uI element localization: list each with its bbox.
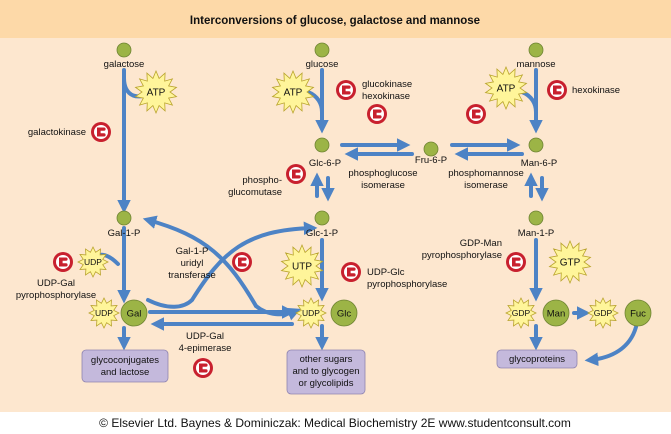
phosphoglucose-isomerase-label: phosphoglucose [348, 168, 417, 179]
atp-glucose-burst [271, 69, 315, 115]
udp-glc-burst-label: UDP [302, 308, 320, 318]
arrow-transferase-to-gal1p [142, 215, 258, 308]
gdp-fuc-burst-label: GDP [594, 308, 613, 318]
transferase-label: Gal-1-P [176, 246, 209, 257]
glucose-label: glucose [306, 59, 339, 70]
phosphomannose-isomerase-label-2: isomerase [464, 180, 508, 191]
other-sugars-label-2: and to glycogen [292, 366, 359, 377]
gdpman-pyrophosphorylase-label-2: pyrophosphorylase [422, 250, 502, 261]
arrow-transferase-to-glc1p [190, 221, 318, 302]
gdp-fuc-burst [587, 297, 619, 329]
phosphoglucomutase-label: phospho- [242, 175, 282, 186]
glycoproteins-label: glycoproteins [509, 354, 565, 365]
galactokinase-enzyme-icon [91, 122, 111, 142]
fuc-node [624, 299, 652, 327]
udp-gal-burst-label: UDP [95, 308, 113, 318]
udp-gal-burst [88, 297, 120, 329]
gdp-man-burst [505, 297, 537, 329]
glc1p-node [314, 210, 330, 226]
galactokinase-label: galactokinase [28, 127, 86, 138]
man6p-label: Man-6-P [521, 158, 557, 169]
glc6p-node [314, 137, 330, 153]
gal-node [120, 299, 148, 327]
gdpman-pyrophosphorylase-label: GDP-Man [460, 238, 502, 249]
glc1p-label: Glc-1-P [306, 228, 338, 239]
man-node [542, 299, 570, 327]
atp-mannose-burst [484, 65, 528, 111]
copyright-line: © Elsevier Ltd. Baynes & Dominiczak: Med… [99, 416, 571, 430]
utp-burst-label: UTP [292, 262, 312, 273]
hexokinase-enzyme-icon [547, 80, 567, 100]
gal-label: Gal [127, 309, 142, 320]
fru6p-label: Fru-6-P [415, 155, 447, 166]
glc6p-label: Glc-6-P [309, 158, 341, 169]
cofactor-bursts: ATP ATP ATP UTP GTP UDP UDP UDP GDP GDP [77, 65, 619, 329]
udpgal-pyrophosphorylase-enzyme-icon [53, 252, 73, 272]
other-sugars-label-3: or glycolipids [299, 378, 354, 389]
udpglc-pyrophosphorylase-enzyme-icon [341, 262, 361, 282]
glycoproteins-box [496, 349, 578, 369]
udp-glc-burst [295, 297, 327, 329]
epimerase-enzyme-icon [193, 358, 213, 378]
utp-burst [280, 243, 324, 289]
transferase-label-3: transferase [168, 270, 216, 281]
phosphoglucomutase-label-2: glucomutase [228, 187, 282, 198]
gdpman-pyrophosphorylase-enzyme-icon [506, 252, 526, 272]
atp-galactose-burst [134, 69, 178, 115]
mannose-label: mannose [516, 59, 555, 70]
epimerase-label-2: 4-epimerase [179, 343, 232, 354]
man1p-label: Man-1-P [518, 228, 554, 239]
arrow-fuc-to-glycoproteins [584, 325, 638, 367]
mannose-node [528, 42, 544, 58]
other-sugars-label: other sugars [300, 354, 353, 365]
title-bar [0, 0, 671, 38]
udp-gal1p-burst-label: UDP [84, 257, 102, 267]
hexokinase-label: hexokinase [572, 85, 620, 96]
udpglc-pyrophosphorylase-label: UDP-Glc [367, 267, 405, 278]
arrow-udpgal-into-transferase [146, 298, 194, 309]
glucokinase-label-2: hexokinase [362, 91, 410, 102]
phosphoglucose-isomerase-label-2: isomerase [361, 180, 405, 191]
glucose-node [314, 42, 330, 58]
glycoconjugates-box [81, 349, 169, 383]
man-label: Man [547, 309, 565, 320]
epimerase-label: UDP-Gal [186, 331, 224, 342]
uridyl-transferase-enzyme-icon [232, 252, 252, 272]
udpgal-pyrophosphorylase-label: UDP-Gal [37, 278, 75, 289]
galactose-label: galactose [104, 59, 145, 70]
phosphoglucose-isomerase-enzyme-icon [367, 104, 387, 124]
transferase-label-2: uridyl [181, 258, 204, 269]
diagram-title: Interconversions of glucose, galactose a… [190, 15, 480, 27]
man1p-node [528, 210, 544, 226]
gtp-burst-label: GTP [560, 258, 581, 269]
atp-glucose-burst-label: ATP [284, 88, 303, 99]
glycoconjugates-label-2: and lactose [101, 367, 150, 378]
fuc-label: Fuc [630, 309, 646, 320]
glc-label: Glc [337, 309, 352, 320]
gdp-man-burst-label: GDP [512, 308, 531, 318]
gal1p-node [116, 210, 132, 226]
gal1p-label: Gal-1-P [108, 228, 141, 239]
glucokinase-enzyme-icon [336, 80, 356, 100]
other-sugars-box [286, 349, 366, 395]
udpglc-pyrophosphorylase-label-2: pyrophosphorylase [367, 279, 447, 290]
phosphomannose-isomerase-label: phosphomannose [448, 168, 524, 179]
phosphomannose-isomerase-enzyme-icon [466, 104, 486, 124]
glycoconjugates-label: glycoconjugates [91, 355, 159, 366]
arrow-glucose-atp-branch [306, 90, 324, 114]
phosphoglucomutase-enzyme-icon [286, 164, 306, 184]
atp-galactose-burst-label: ATP [147, 88, 166, 99]
atp-mannose-burst-label: ATP [497, 84, 516, 95]
fru6p-node [423, 141, 439, 157]
man6p-node [528, 137, 544, 153]
galactose-node [116, 42, 132, 58]
glucokinase-label: glucokinase [362, 79, 412, 90]
diagram-panel [0, 0, 671, 412]
glc-node [330, 299, 358, 327]
udp-gal1p-burst [77, 246, 109, 278]
udpgal-pyrophosphorylase-label-2: pyrophosphorylase [16, 290, 96, 301]
gtp-burst [548, 239, 592, 285]
